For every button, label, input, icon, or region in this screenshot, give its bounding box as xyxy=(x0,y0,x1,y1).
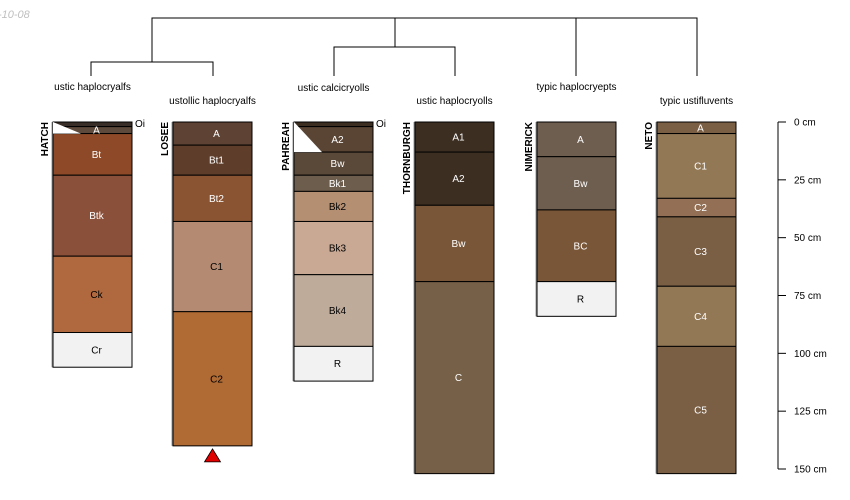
profile-nimerick xyxy=(535,121,617,317)
horizon-label: C4 xyxy=(694,312,707,323)
axis-tick-label: 25 cm xyxy=(794,175,821,186)
horizon-a2-block xyxy=(414,151,495,206)
horizon-label: R xyxy=(334,359,341,370)
horizon-label: A2 xyxy=(331,135,344,146)
horizon-bk3-block xyxy=(293,220,374,276)
horizon-c1-block xyxy=(172,220,253,313)
dendrogram xyxy=(90,17,698,76)
horizon-label: Bt1 xyxy=(209,156,224,167)
profile-name: NIMERICK xyxy=(524,121,535,171)
depth-axis: 0 cm 25 cm 50 cm 75 cm 100 cm 125 cm 150 cm xyxy=(777,118,827,476)
profile-losee xyxy=(171,121,253,463)
horizon-label: Ck xyxy=(90,290,103,301)
horizon-label: Bt2 xyxy=(209,194,224,205)
taxon-label: typic ustifluvents xyxy=(660,96,733,107)
horizon-bk4-block xyxy=(293,274,374,347)
horizon-label: Bk1 xyxy=(329,179,347,190)
horizon-bt-block xyxy=(52,133,133,176)
taxon-label: typic haplocryepts xyxy=(536,82,616,93)
horizon-label: A xyxy=(697,123,704,134)
horizon-label: A xyxy=(213,129,220,140)
taxon-label: ustic haplocryalfs xyxy=(54,82,131,93)
horizon-btk-block xyxy=(52,174,133,257)
horizon-label: A2 xyxy=(452,174,465,185)
horizon-c3-block xyxy=(656,216,737,287)
horizon-label: Cr xyxy=(91,345,102,356)
horizon-label: Bk2 xyxy=(329,202,347,213)
taxon-label: ustic calcicryolls xyxy=(298,83,370,94)
horizon-bk2-block xyxy=(293,190,374,222)
truncation-triangle-icon xyxy=(203,448,222,463)
axis-tick-label: 150 cm xyxy=(794,465,827,476)
horizon-label: Btk xyxy=(89,211,104,222)
horizon-a-block xyxy=(536,121,617,158)
horizon-a1-block xyxy=(414,121,495,153)
horizon-label: C2 xyxy=(210,374,223,385)
profile-name: THORNBURGH xyxy=(402,122,413,194)
horizon-label: Bk3 xyxy=(329,244,347,255)
taxon-label: ustollic haplocryalfs xyxy=(169,96,256,107)
date-stamp: -10-08 xyxy=(0,9,31,21)
horizon-label: R xyxy=(577,294,584,305)
horizon-label: A xyxy=(93,126,100,137)
wavy-boundary-mark xyxy=(294,122,322,153)
horizon-label: Bk4 xyxy=(329,306,347,317)
profile-hatch xyxy=(51,121,133,368)
horizon-c1-block xyxy=(656,133,737,199)
axis-tick-label: 50 cm xyxy=(794,233,821,244)
horizon-label: A xyxy=(577,135,584,146)
profile-name: HATCH xyxy=(40,122,51,156)
horizon-c5-block xyxy=(656,345,737,475)
wavy-boundary-mark xyxy=(53,122,81,134)
horizon-label: C1 xyxy=(210,262,223,273)
horizon-cr-block xyxy=(52,332,133,368)
horizon-label: C5 xyxy=(694,406,707,417)
horizon-c4-block xyxy=(656,285,737,347)
axis-tick-label: 100 cm xyxy=(794,349,827,360)
horizon-label: Bw xyxy=(574,179,589,190)
profile-pahreah xyxy=(292,121,374,382)
horizon-c2-block xyxy=(172,311,253,447)
horizon-label: C1 xyxy=(694,161,707,172)
horizon-c-block xyxy=(414,281,495,475)
horizon-r-block xyxy=(293,345,374,382)
taxon-label: ustic haplocryolls xyxy=(416,96,492,107)
horizon-label: Bw xyxy=(331,159,346,170)
profile-name: PAHREAH xyxy=(281,122,292,171)
horizon-bt2-block xyxy=(172,174,253,222)
horizon-r-block xyxy=(536,281,617,317)
horizon-label: A1 xyxy=(452,133,465,144)
horizon-ck-block xyxy=(52,255,133,334)
horizon-bc-block xyxy=(536,209,617,283)
horizon-bt1-block xyxy=(172,144,253,176)
profile-thornburgh xyxy=(413,121,495,475)
horizon-label: Oi xyxy=(376,119,386,130)
horizon-label: Oi xyxy=(135,119,145,130)
profile-name: NETO xyxy=(644,122,655,150)
horizon-label: Bw xyxy=(452,239,467,250)
horizon-label: Bt xyxy=(92,150,102,161)
axis-tick-label: 0 cm xyxy=(794,118,816,129)
horizon-oi-block xyxy=(293,121,374,128)
horizon-label: C3 xyxy=(694,247,707,258)
horizon-label: BC xyxy=(574,241,588,252)
horizon-bw-block xyxy=(414,204,495,283)
axis-tick-label: 125 cm xyxy=(794,407,827,418)
horizon-label: C xyxy=(455,373,462,384)
profile-neto xyxy=(655,121,737,475)
axis-tick-label: 75 cm xyxy=(794,291,821,302)
horizon-label: C2 xyxy=(694,203,707,214)
profile-name: LOSEE xyxy=(160,122,171,156)
